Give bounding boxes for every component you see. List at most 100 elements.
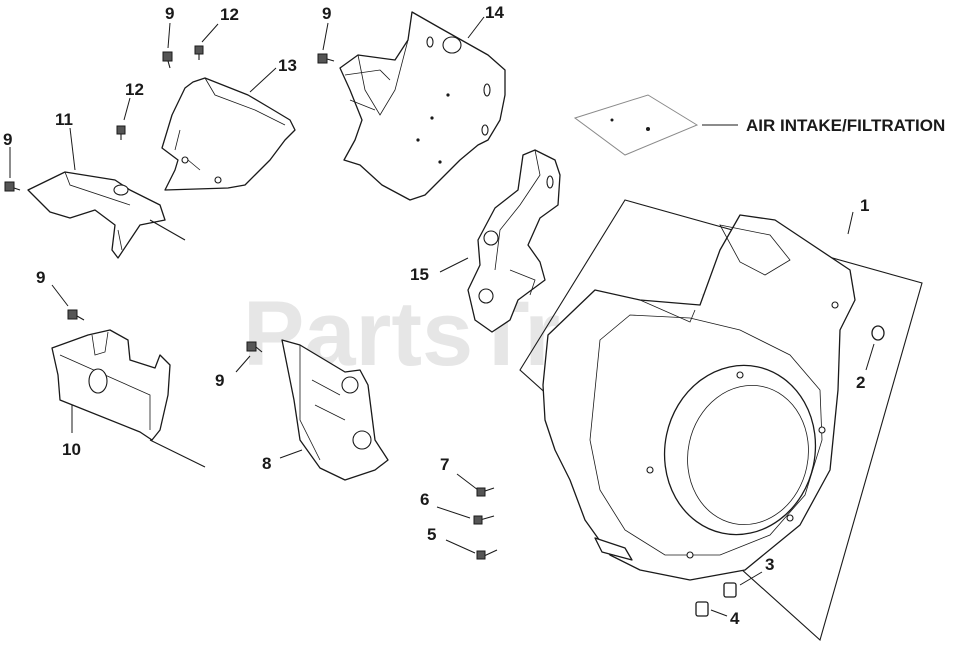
bolt-icon (317, 53, 328, 64)
leader-11 (69, 127, 76, 171)
clip-nut-icon (695, 601, 709, 617)
part-7-screw[interactable]: 7 (440, 455, 495, 497)
housing-fastener (646, 466, 654, 474)
callout-14[interactable]: 14 (485, 3, 504, 22)
callout-9a[interactable]: 9 (165, 4, 174, 23)
callout-4[interactable]: 4 (730, 609, 740, 628)
part-6-screw[interactable]: 6 (420, 490, 495, 525)
air-intake-hole (646, 127, 650, 131)
housing-fastener (686, 551, 694, 559)
shield-14-dot (430, 116, 434, 120)
part-13-shield[interactable]: 13 (161, 56, 297, 191)
part-4-clip[interactable]: 4 (695, 601, 740, 628)
callout-13[interactable]: 13 (278, 56, 297, 75)
leader-12b (123, 97, 131, 121)
bolt-icon (194, 45, 204, 55)
callout-1[interactable]: 1 (860, 196, 869, 215)
leader-5 (445, 539, 476, 554)
screw-icon (473, 515, 483, 525)
bracket-8-hole (341, 376, 359, 394)
bolt-icon (67, 309, 78, 320)
leader-7 (456, 473, 479, 491)
bolt-icon (116, 125, 126, 135)
shield-14-dot (416, 138, 420, 142)
part-5-screw[interactable]: 5 (427, 525, 498, 560)
bolt-shank (167, 60, 171, 69)
part-9-bolt-a[interactable]: 9 (162, 4, 174, 69)
shield-13-edge (204, 77, 286, 126)
bracket-11-hole (113, 184, 129, 196)
blower-housing-rim (589, 314, 823, 556)
callout-6[interactable]: 6 (420, 490, 429, 509)
bracket-15-slot (546, 175, 554, 189)
bolt-shank (76, 315, 85, 321)
callout-9c[interactable]: 9 (3, 130, 12, 149)
housing-fastener (786, 514, 794, 522)
shield-14-dot (438, 160, 442, 164)
callout-10[interactable]: 10 (62, 440, 81, 459)
air-intake-label[interactable]: AIR INTAKE/FILTRATION (746, 116, 945, 135)
blower-housing-group[interactable]: 1 (519, 196, 923, 641)
leader-9e (235, 355, 251, 373)
shield-14-fold (357, 39, 409, 116)
callout-12b[interactable]: 12 (125, 80, 144, 99)
part-12-bolt-b[interactable]: 12 (116, 80, 144, 140)
part-9-bolt-b[interactable]: 9 (317, 4, 335, 64)
part-3-clip[interactable]: 3 (723, 555, 774, 598)
shield-10-hole (88, 368, 108, 394)
air-intake-plate-ghost (573, 94, 699, 156)
blower-housing-opening (663, 364, 817, 536)
part-15-bracket[interactable]: 15 (410, 149, 561, 333)
part-12-bolt-a[interactable]: 12 (194, 5, 239, 60)
part-2-plug[interactable]: 2 (856, 325, 885, 392)
shield-14 (339, 11, 506, 201)
bracket-11-slot (117, 229, 123, 251)
part-9-bolt-d[interactable]: 9 (36, 268, 85, 321)
callout-9d[interactable]: 9 (36, 268, 45, 287)
callout-8[interactable]: 8 (262, 454, 271, 473)
blower-housing-inner-ring (687, 385, 809, 525)
leader-1 (847, 211, 854, 235)
part-11-bracket[interactable]: 11 (27, 110, 186, 259)
leader-12a (201, 23, 219, 43)
bracket-15 (467, 149, 561, 333)
shield-13-tabs (174, 129, 201, 171)
part-8-bracket[interactable]: 8 (262, 339, 389, 481)
shield-10-edge-line (149, 439, 206, 468)
bracket-8-ribs (311, 379, 346, 421)
callout-3[interactable]: 3 (765, 555, 774, 574)
part-14-shield[interactable]: 14 (339, 3, 506, 201)
callout-15[interactable]: 15 (410, 265, 429, 284)
part-9-bolt-e[interactable]: 9 (215, 341, 263, 390)
bolt-shank (13, 187, 21, 191)
callout-12a[interactable]: 12 (220, 5, 239, 24)
callout-11[interactable]: 11 (55, 110, 73, 129)
bolt-icon (246, 341, 257, 352)
callout-9e[interactable]: 9 (215, 371, 224, 390)
housing-fastener (831, 301, 839, 309)
leader-8 (279, 449, 303, 459)
bracket-11-edge-line (149, 219, 186, 241)
air-intake-hole (610, 118, 614, 122)
plug-icon (871, 325, 885, 341)
shield-13 (161, 77, 296, 191)
leader-6 (436, 506, 471, 519)
housing-lower-tab (594, 537, 633, 561)
leader-13 (249, 67, 277, 93)
shield-13-hole (181, 156, 189, 164)
callout-2[interactable]: 2 (856, 373, 865, 392)
callout-9b[interactable]: 9 (322, 4, 331, 23)
shield-14-slot (426, 36, 434, 48)
leader-4 (710, 609, 728, 617)
part-10-shield[interactable]: 10 (51, 329, 206, 468)
callout-7[interactable]: 7 (440, 455, 449, 474)
clip-nut-icon (723, 582, 737, 598)
screw-shank (483, 549, 498, 557)
screw-icon (476, 550, 486, 560)
part-9-bolt-c[interactable]: 9 (3, 130, 21, 192)
air-intake-reference[interactable]: AIR INTAKE/FILTRATION (573, 94, 945, 156)
shield-14-slot (481, 124, 489, 136)
bolt-shank (326, 58, 335, 62)
callout-5[interactable]: 5 (427, 525, 436, 544)
